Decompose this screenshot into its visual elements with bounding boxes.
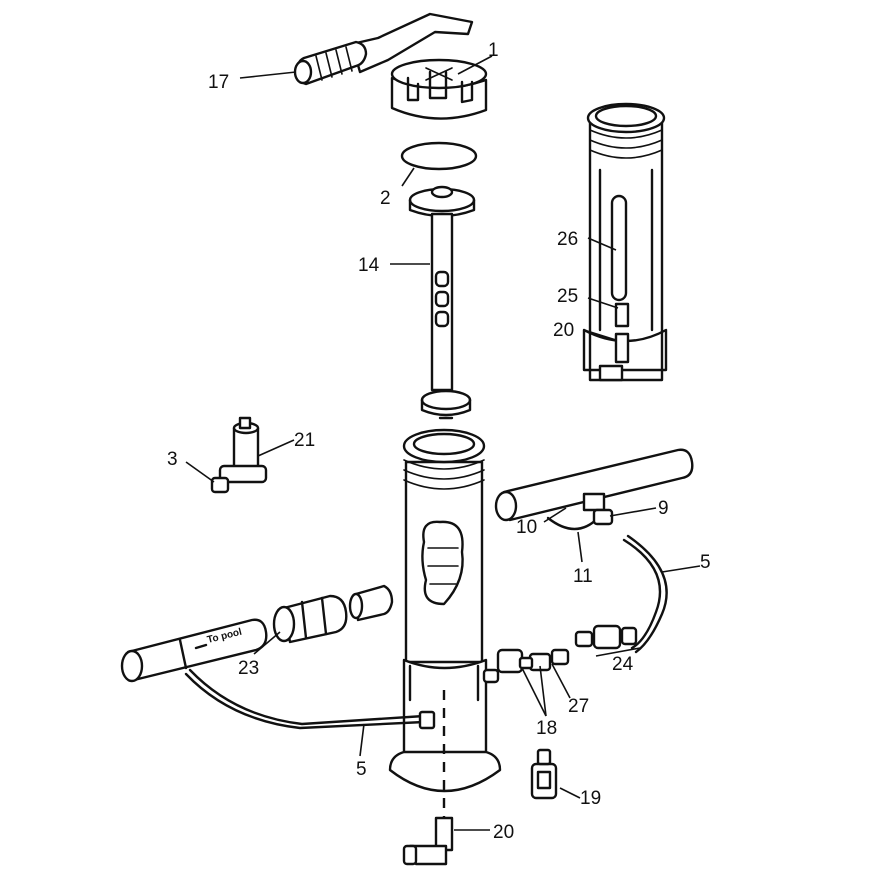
return-pipe <box>494 448 694 531</box>
callout-23: 23 <box>238 658 259 679</box>
callout-17: 17 <box>208 72 229 93</box>
part-14-center-tube <box>408 185 476 420</box>
part-24-check-valve <box>574 624 638 650</box>
callout-3: 3 <box>167 449 178 470</box>
callout-27: 27 <box>568 696 589 717</box>
callout-21: 21 <box>294 430 315 451</box>
part-5-tube-left <box>184 672 426 730</box>
callout-25: 25 <box>557 286 578 307</box>
callout-20-bottom: 20 <box>493 822 514 843</box>
callout-20-top: 20 <box>553 320 574 341</box>
callout-24: 24 <box>612 654 634 675</box>
callouts: 17 1 2 14 26 25 20 3 21 9 10 11 5 23 24 … <box>167 40 711 843</box>
callout-5-left: 5 <box>356 759 367 780</box>
callout-11: 11 <box>573 566 593 587</box>
part-23-union-and-pipe: To pool <box>120 584 394 683</box>
callout-5-right: 5 <box>700 552 711 573</box>
part-17-lid-wrench <box>293 12 474 86</box>
main-feeder-body <box>388 428 502 820</box>
callout-10: 10 <box>516 517 537 538</box>
callout-2: 2 <box>380 188 391 209</box>
leader-lines <box>185 55 701 831</box>
part-26-cylinder-inset <box>582 102 668 382</box>
part-5-tube-right <box>622 538 662 650</box>
part-18-injector <box>482 648 534 684</box>
part-19-bottle <box>530 748 558 800</box>
callout-14: 14 <box>358 255 380 276</box>
callout-1: 1 <box>488 40 499 61</box>
callout-26: 26 <box>557 229 578 250</box>
part-21-feeder-fitting <box>210 416 268 494</box>
callout-18: 18 <box>536 718 557 739</box>
part-1-lid <box>390 58 488 120</box>
part-20-drain-elbow <box>402 816 454 866</box>
callout-19: 19 <box>580 788 601 809</box>
part-2-o-ring <box>400 141 478 171</box>
part-27-adapter <box>528 648 570 672</box>
callout-9: 9 <box>658 498 669 519</box>
